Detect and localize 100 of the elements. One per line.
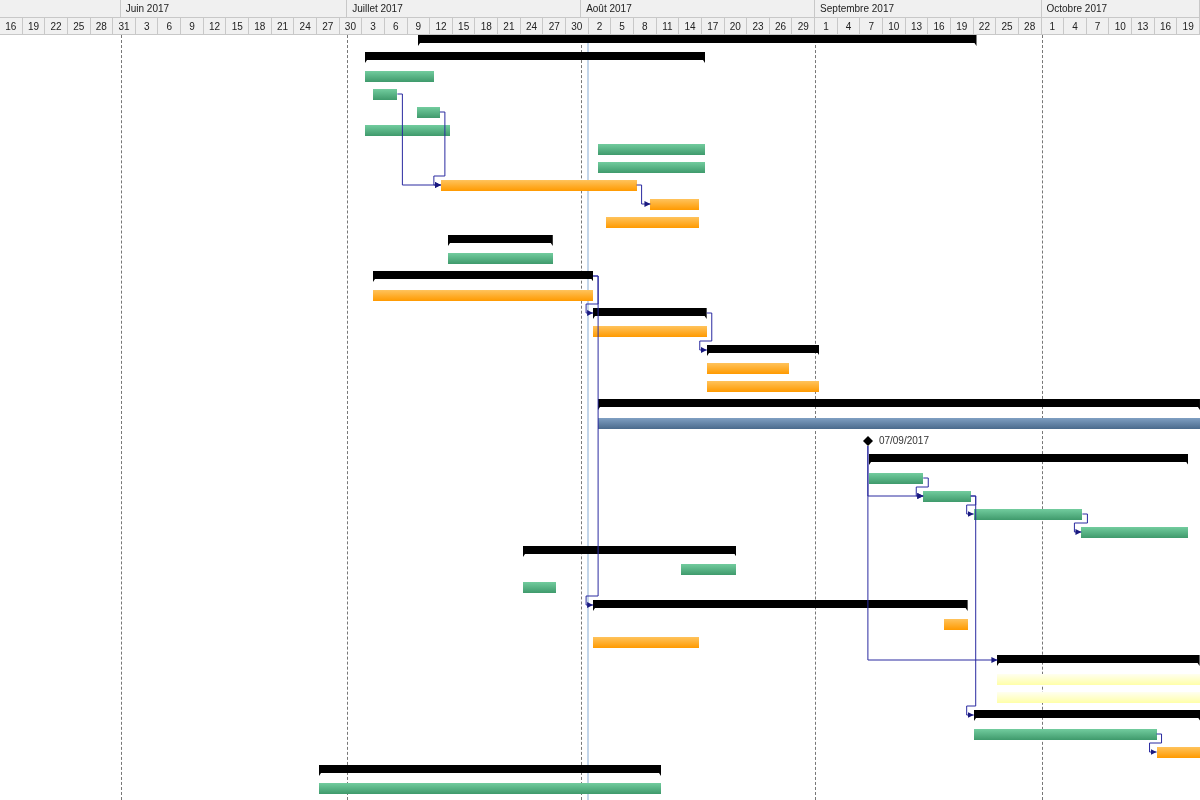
day-header: 28 (90, 18, 114, 35)
day-header: 25 (996, 18, 1019, 35)
dependency-arrow (636, 184, 651, 207)
month-header: Septembre 2017 (815, 0, 1042, 18)
day-header: 27 (316, 18, 340, 35)
task-bar (650, 199, 699, 210)
day-header: 21 (271, 18, 295, 35)
day-header: 16 (928, 18, 951, 35)
day-header: 12 (203, 18, 227, 35)
day-header: 2 (588, 18, 612, 35)
task-bar (973, 509, 1083, 520)
day-header: 1 (815, 18, 838, 35)
day-header: 5 (611, 18, 634, 35)
day-header: 22 (973, 18, 997, 35)
day-header: 30 (566, 18, 589, 35)
day-header: 15 (452, 18, 476, 35)
dependency-arrow (1149, 733, 1163, 755)
summary-bar (706, 345, 820, 356)
task-bar (706, 381, 820, 392)
dependency-arrow (585, 275, 599, 608)
task-bar (598, 418, 1200, 429)
task-bar (593, 637, 699, 648)
day-header: 7 (860, 18, 883, 35)
summary-bar (868, 454, 1189, 465)
day-header: 27 (543, 18, 567, 35)
day-header: 30 (339, 18, 363, 35)
task-bar (447, 253, 553, 264)
day-header: 3 (135, 18, 159, 35)
date-label: 07/09/2017 (878, 435, 929, 446)
task-bar (319, 783, 662, 794)
summary-bar (598, 399, 1200, 410)
task-bar (372, 89, 398, 100)
task-bar (605, 217, 699, 228)
summary-bar (997, 655, 1200, 666)
summary-bar (522, 546, 737, 557)
task-bar (598, 144, 705, 155)
day-header: 6 (384, 18, 408, 35)
task-bar (923, 491, 971, 502)
month-header: Juillet 2017 (347, 0, 582, 18)
day-header: 16 (1154, 18, 1178, 35)
day-header: 15 (226, 18, 250, 35)
day-header: 25 (67, 18, 91, 35)
dependency-arrow (699, 312, 713, 353)
summary-bar (319, 765, 662, 776)
summary-bar (372, 271, 594, 282)
summary-bar (418, 35, 977, 46)
dependency-arrow (966, 495, 977, 718)
day-header: 7 (1086, 18, 1110, 35)
task-bar (417, 107, 440, 118)
dependency-arrow (433, 111, 446, 188)
task-bar (522, 582, 556, 593)
day-header: 1 (1041, 18, 1065, 35)
task-bar (593, 326, 707, 337)
day-header: 13 (1132, 18, 1155, 35)
day-header: 29 (792, 18, 816, 35)
day-header: 28 (1018, 18, 1042, 35)
task-bar (997, 692, 1200, 703)
day-header: 13 (905, 18, 929, 35)
summary-bar (973, 710, 1200, 721)
day-header: 19 (950, 18, 974, 35)
month-header: Octobre 2017 (1041, 0, 1200, 18)
day-header: 24 (520, 18, 544, 35)
day-header: 16 (0, 18, 23, 35)
day-header: 22 (45, 18, 68, 35)
day-header: 20 (724, 18, 748, 35)
day-header: 11 (656, 18, 680, 35)
task-bar (372, 290, 594, 301)
day-header: 21 (498, 18, 521, 35)
day-header: 23 (747, 18, 770, 35)
day-header: 4 (1064, 18, 1087, 35)
month-header: Août 2017 (581, 0, 816, 18)
day-header: 9 (407, 18, 431, 35)
task-bar (364, 125, 450, 136)
task-bar (1156, 747, 1200, 758)
day-header: 8 (633, 18, 657, 35)
task-bar (868, 473, 924, 484)
task-bar (440, 180, 637, 191)
day-header: 19 (1177, 18, 1200, 35)
task-bar (681, 564, 737, 575)
task-bar (598, 162, 705, 173)
summary-bar (593, 308, 707, 319)
day-header: 18 (475, 18, 499, 35)
day-header: 19 (22, 18, 46, 35)
task-bar (1081, 527, 1189, 538)
task-bar (944, 619, 968, 630)
day-header: 10 (883, 18, 906, 35)
dependency-arrow (1073, 513, 1088, 535)
day-header: 10 (1109, 18, 1133, 35)
day-header: 3 (362, 18, 385, 35)
summary-bar (593, 600, 968, 611)
day-header: 31 (113, 18, 136, 35)
month-header: Juin 2017 (120, 0, 348, 18)
dependency-arrow (867, 445, 998, 663)
day-header: 18 (249, 18, 272, 35)
day-header: 4 (837, 18, 861, 35)
day-header: 24 (294, 18, 317, 35)
day-header: 14 (679, 18, 702, 35)
summary-bar (447, 235, 553, 246)
day-header: 17 (701, 18, 725, 35)
summary-bar (364, 52, 705, 63)
